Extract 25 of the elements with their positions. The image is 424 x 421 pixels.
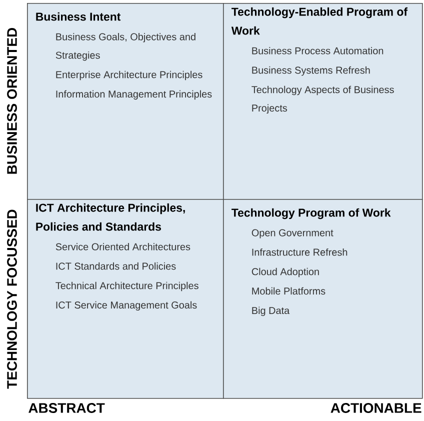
list-item: Business Process Automation	[252, 47, 384, 54]
quadrant-box	[27, 3, 224, 200]
list-item: Information Management Principles	[56, 90, 212, 100]
list-item: Service Oriented Architectures	[56, 243, 190, 250]
axis-label: TECHNOLOGY FOCUSSED	[7, 210, 17, 389]
list-item: Business Systems Refresh	[252, 66, 370, 76]
quadrant-heading: Technology Program of Work	[232, 208, 391, 220]
axis-label: BUSINESS ORIENTED	[7, 28, 17, 174]
list-item: Business Goals, Objectives and Strategies	[56, 33, 196, 61]
list-item: ICT Standards and Policies	[56, 262, 176, 270]
list-item: Infrastructure Refresh	[252, 248, 348, 256]
list-item: Cloud Adoption	[252, 268, 319, 278]
list-item: Technology Aspects of Business Projects	[252, 86, 394, 114]
quadrant-box	[223, 3, 423, 200]
list-item: Big Data	[252, 306, 290, 316]
quadrant-box	[223, 199, 423, 399]
quadrant-heading: Business Intent	[36, 12, 121, 21]
list-item: Mobile Platforms	[252, 287, 326, 295]
list-item: Open Government	[252, 229, 334, 238]
quadrant-heading: ICT Architecture Principles, Policies and Standards	[36, 203, 185, 231]
quadrant-heading: Technology-Enabled Program of Work	[231, 7, 408, 35]
list-item: Enterprise Architecture Principles	[56, 70, 202, 80]
quadrant-box	[27, 199, 224, 399]
list-item: ICT Service Management Goals	[56, 301, 197, 311]
list-item: Technical Architecture Principles	[56, 282, 198, 292]
